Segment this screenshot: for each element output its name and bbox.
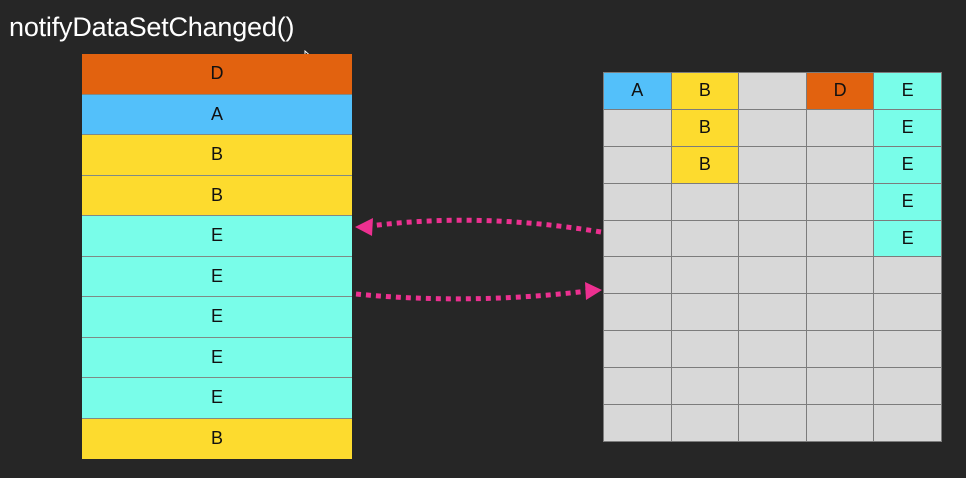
grid-cell-r4-c4 bbox=[805, 182, 874, 220]
grid-cell-r9-c2 bbox=[670, 367, 739, 405]
grid-cell-r2-c1 bbox=[603, 108, 671, 146]
grid-cell-r7-c5 bbox=[873, 293, 941, 331]
grid-cell-r8-c3 bbox=[738, 330, 806, 368]
grid-cell-r10-c4 bbox=[805, 404, 874, 441]
grid-cell-r1-c1: A bbox=[603, 72, 671, 109]
grid-cell-r2-c2: B bbox=[670, 108, 739, 146]
grid-cell-r3-c5: E bbox=[873, 145, 941, 183]
grid-cell-r8-c4 bbox=[805, 330, 874, 368]
arrowhead-list-to-grid bbox=[585, 282, 602, 300]
grid-cell-r3-c4 bbox=[805, 145, 874, 183]
grid-cell-r1-c5: E bbox=[873, 72, 941, 109]
list-item-9: E bbox=[82, 378, 352, 419]
grid-cell-r8-c5 bbox=[873, 330, 941, 368]
list-item-5: E bbox=[82, 216, 352, 257]
list-item-8: E bbox=[82, 337, 352, 378]
list-item-3: B bbox=[82, 135, 352, 176]
grid-cell-r5-c3 bbox=[738, 219, 806, 257]
list-item-4: B bbox=[82, 175, 352, 216]
grid-cell-r2-c3 bbox=[738, 108, 806, 146]
grid-cell-r10-c2 bbox=[670, 404, 739, 441]
grid-cell-r2-c5: E bbox=[873, 108, 941, 146]
arrow-grid-to-list bbox=[369, 217, 602, 235]
list-item-7: E bbox=[82, 297, 352, 338]
grid-cell-r7-c2 bbox=[670, 293, 739, 331]
grid-cell-r5-c2 bbox=[670, 219, 739, 257]
grid-cell-r6-c2 bbox=[670, 256, 739, 294]
list-item-1: D bbox=[82, 54, 352, 95]
arrow-list-to-grid bbox=[355, 288, 589, 302]
grid-cell-r3-c1 bbox=[603, 145, 671, 183]
list-item-6: E bbox=[82, 256, 352, 297]
grid-cell-r4-c1 bbox=[603, 182, 671, 220]
grid-cell-r9-c5 bbox=[873, 367, 941, 405]
grid-cell-r7-c3 bbox=[738, 293, 806, 331]
grid-cell-r9-c1 bbox=[603, 367, 671, 405]
grid-cell-r6-c3 bbox=[738, 256, 806, 294]
grid-cell-r10-c5 bbox=[873, 404, 941, 441]
grid-cell-r3-c3 bbox=[738, 145, 806, 183]
grid-cell-r1-c3 bbox=[738, 72, 806, 109]
grid-cell-r1-c4: D bbox=[805, 72, 874, 109]
grid-cell-r6-c1 bbox=[603, 256, 671, 294]
grid-cell-r4-c5: E bbox=[873, 182, 941, 220]
grid-cell-r5-c4 bbox=[805, 219, 874, 257]
grid-cell-r2-c4 bbox=[805, 108, 874, 146]
list-item-2: A bbox=[82, 94, 352, 135]
grid-cell-r8-c1 bbox=[603, 330, 671, 368]
grid-cell-r9-c4 bbox=[805, 367, 874, 405]
grid-cell-r3-c2: B bbox=[670, 145, 739, 183]
grid-cell-r4-c3 bbox=[738, 182, 806, 220]
grid-cell-r10-c3 bbox=[738, 404, 806, 441]
grid-cell-r1-c2: B bbox=[670, 72, 739, 109]
grid-cell-r5-c1 bbox=[603, 219, 671, 257]
grid-cell-r5-c5: E bbox=[873, 219, 941, 257]
grid-cell-r4-c2 bbox=[670, 182, 739, 220]
list-item-10: B bbox=[82, 418, 352, 459]
grid-cell-r6-c4 bbox=[805, 256, 874, 294]
arrowhead-grid-to-list bbox=[355, 218, 373, 236]
grid-cell-r8-c2 bbox=[670, 330, 739, 368]
grid-cell-r9-c3 bbox=[738, 367, 806, 405]
page-title: notifyDataSetChanged() bbox=[9, 12, 295, 42]
grid-cell-r7-c4 bbox=[805, 293, 874, 331]
grid-cell-r10-c1 bbox=[603, 404, 671, 441]
grid-cell-r6-c5 bbox=[873, 256, 941, 294]
grid-cell-r7-c1 bbox=[603, 293, 671, 331]
